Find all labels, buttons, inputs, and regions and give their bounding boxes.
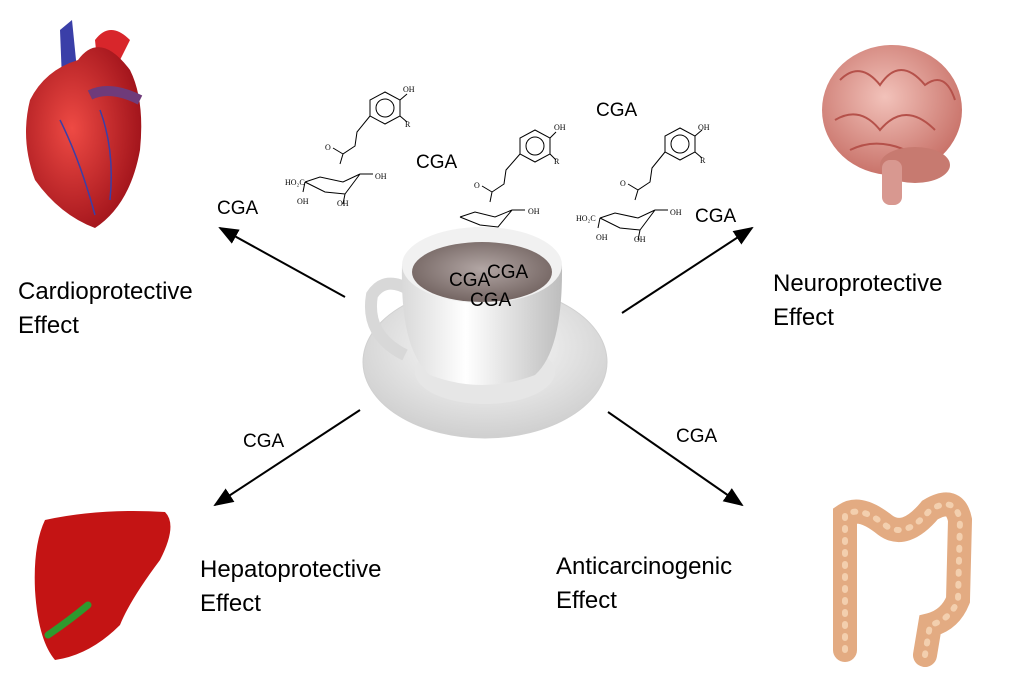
effect-subtitle: Effect bbox=[773, 304, 834, 331]
effect-title: Hepatoprotective bbox=[200, 556, 382, 583]
molecule-icon: OH R O OH bbox=[459, 123, 566, 228]
mol-o: O bbox=[474, 181, 480, 190]
mol-oh: OH bbox=[634, 235, 646, 244]
effect-hepatoprotective: Hepatoprotective Effect bbox=[200, 553, 381, 621]
mol-ho2c: HO₂C bbox=[576, 214, 596, 223]
molecule-icon: OH R O HO₂C OH OH OH bbox=[285, 85, 415, 208]
mol-r: R bbox=[700, 156, 706, 165]
arrow-anticarcino bbox=[607, 411, 744, 507]
brain-icon bbox=[822, 45, 962, 205]
cup-label: CGA bbox=[449, 270, 491, 291]
cup-label: CGA bbox=[470, 290, 512, 311]
mol-oh: OH bbox=[528, 207, 540, 216]
mol-oh: OH bbox=[403, 85, 415, 94]
mol-oh: OH bbox=[698, 123, 710, 132]
effect-subtitle: Effect bbox=[18, 312, 79, 339]
mol-oh: OH bbox=[670, 208, 682, 217]
cup-label: CGA bbox=[487, 262, 529, 283]
molecule-label: CGA bbox=[596, 100, 638, 121]
arrow-label-anticarcino: CGA bbox=[676, 426, 718, 447]
liver-icon bbox=[34, 511, 171, 660]
mol-ho2c: HO₂C bbox=[285, 178, 305, 187]
arrow-label-hepato: CGA bbox=[243, 431, 285, 452]
effect-title: Neuroprotective bbox=[773, 270, 943, 297]
effect-cardioprotective: Cardioprotective Effect bbox=[18, 275, 193, 343]
arrow-cardio bbox=[218, 227, 346, 298]
effect-anticarcinogenic: Anticarcinogenic Effect bbox=[556, 550, 732, 618]
molecule-label: CGA bbox=[416, 152, 458, 173]
arrow-neuro bbox=[621, 226, 754, 314]
mol-oh: OH bbox=[337, 199, 349, 208]
arrow-hepato bbox=[213, 409, 361, 507]
mol-oh: OH bbox=[297, 197, 309, 206]
mol-o: O bbox=[620, 179, 626, 188]
effect-title: Anticarcinogenic bbox=[556, 553, 733, 580]
mol-oh: OH bbox=[554, 123, 566, 132]
coffee-cup-icon bbox=[362, 227, 608, 439]
mol-oh: OH bbox=[375, 172, 387, 181]
arrow-label-cardio: CGA bbox=[217, 198, 259, 219]
colon-icon bbox=[833, 492, 973, 667]
effect-title: Cardioprotective bbox=[18, 278, 193, 305]
mol-o: O bbox=[325, 143, 331, 152]
mol-r: R bbox=[554, 157, 560, 166]
mol-r: R bbox=[405, 120, 411, 129]
heart-icon bbox=[26, 20, 143, 229]
effect-neuroprotective: Neuroprotective Effect bbox=[773, 267, 942, 335]
mol-oh: OH bbox=[596, 233, 608, 242]
arrow-label-neuro: CGA bbox=[695, 206, 737, 227]
effect-subtitle: Effect bbox=[556, 587, 617, 614]
effect-subtitle: Effect bbox=[200, 590, 261, 617]
molecule-icon: OH R O HO₂C OH OH OH bbox=[576, 123, 710, 244]
